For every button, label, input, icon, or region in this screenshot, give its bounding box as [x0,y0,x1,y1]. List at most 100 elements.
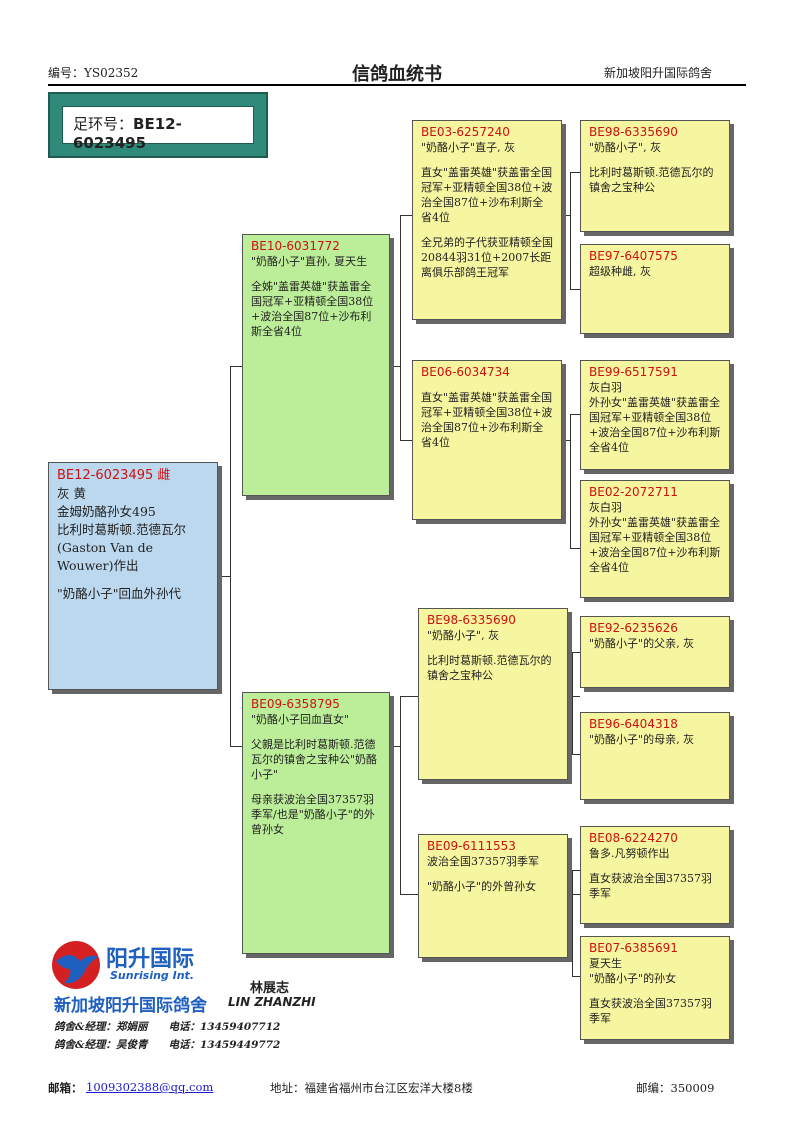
sdd-card: BE02-2072711 灰白羽 外孙女"盖雷英雄"获盖雷全国冠军+亚精顿全国3… [580,480,730,598]
connector [572,754,580,755]
pigeon-detail: 灰白羽 [589,381,622,394]
connector [400,215,401,440]
connector [390,746,400,747]
pigeon-detail: "奶酪小子回血直女" [251,713,350,726]
pigeon-ring-id: BE98-6335690 [589,125,678,139]
dam-card: BE09-6358795 "奶酪小子回血直女" 父親是比利时葛斯顿.范德瓦尔的镇… [242,692,390,954]
connector [572,976,580,977]
ring-number-box: 足环号：BE12-6023495 [62,106,254,152]
pigeon-ring-id: BE08-6224270 [589,831,678,845]
pigeon-note: "奶酪小子"回血外孙代 [57,586,181,601]
pigeon-ring-id: BE12-6023495 雌 [57,468,171,483]
bird-logo-icon [52,941,100,989]
connector [572,652,580,653]
connector [570,172,580,173]
pigeon-detail: "奶酪小子"的父亲, 灰 [589,637,695,650]
ddd-card: BE07-6385691 夏天生 "奶酪小子"的孙女 直女获波治全国37357羽… [580,936,730,1040]
pigeon-ring-id: BE92-6235626 [589,621,678,635]
pigeon-detail: "奶酪小子"的母亲, 灰 [589,733,695,746]
connector [390,366,400,367]
loft-logo-name: 新加坡阳升国际鸽舍 [54,996,207,1016]
email-link[interactable]: 1009302388@qq.com [86,1080,214,1094]
connector [572,870,580,871]
pigeon-detail: 灰 黄 [57,486,86,501]
pigeon-ring-id: BE10-6031772 [251,239,340,253]
pigeon-detail: "奶酪小子", 灰 [427,629,500,642]
connector [570,696,580,697]
ssd-card: BE97-6407575 超级种雌, 灰 [580,244,730,334]
pigeon-ring-id: BE96-6404318 [589,717,678,731]
brand-name: 阳升国际 [106,947,195,972]
connector [400,696,418,697]
connector [400,894,418,895]
pigeon-ring-id: BE09-6358795 [251,697,340,711]
contact-line: 鸽舍&经理：吴俊青 电话：13459449772 [54,1039,281,1051]
loft-logo-block: 阳升国际 Sunrising Int. 新加坡阳升国际鸽舍 林展志 LIN ZH… [50,935,380,1055]
pigeon-detail: "奶酪小子"直孙, 夏天生 [251,255,368,268]
pigeon-detail: "奶酪小子"的孙女 [589,972,677,985]
address: 地址：福建省福州市台江区宏洋大楼8楼 [270,1081,473,1095]
ring-number: BE12-6023495 [73,115,182,152]
pigeon-ring-id: BE97-6407575 [589,249,678,263]
pigeon-ring-id: BE09-6111553 [427,839,516,853]
pigeon-ring-id: BE02-2072711 [589,485,678,499]
pigeon-detail: 夏天生 [589,957,622,970]
pigeon-note: 全兄弟的子代获亚精顿全国20844羽31位+2007长距离俱乐部鸽王冠军 [421,236,553,279]
sire-dam-card: BE06-6034734 直女"盖雷英雄"获盖雷全国冠军+亚精顿全国38位+波治… [412,360,562,520]
brand-english: Sunrising Int. [110,969,194,982]
owner-name: 林展志 [250,981,290,996]
header-divider [48,84,746,86]
pigeon-detail: 超级种雌, 灰 [589,265,651,278]
sds-card: BE99-6517591 灰白羽 外孙女"盖雷英雄"获盖雷全国冠军+亚精顿全国3… [580,360,730,470]
dds-card: BE08-6224270 鲁多.凡努顿作出 直女获波治全国37357羽季军 [580,826,730,924]
pigeon-detail: 金姆奶酪孙女495 [57,504,156,519]
pigeon-detail: "奶酪小子", 灰 [589,141,662,154]
document-header: 编号：YS02352 信鸽血统书 新加坡阳升国际鸽舍 [0,60,794,86]
connector [400,696,401,894]
dsd-card: BE96-6404318 "奶酪小子"的母亲, 灰 [580,712,730,800]
connector [400,215,412,216]
pigeon-ring-id: BE07-6385691 [589,941,678,955]
contact-line: 鸽舍&经理：郑娟丽 电话：13459407712 [54,1021,281,1033]
email-label: 邮箱： [48,1081,83,1095]
dss-card: BE92-6235626 "奶酪小子"的父亲, 灰 [580,616,730,688]
sire-card: BE10-6031772 "奶酪小子"直孙, 夏天生 全姊"盖雷英雄"获盖雷全国… [242,234,390,496]
sss-card: BE98-6335690 "奶酪小子", 灰 比利时葛斯顿.范德瓦尔的镇舍之宝种… [580,120,730,232]
pigeon-note: 父親是比利时葛斯顿.范德瓦尔的镇舍之宝种公"奶酪小子" [251,738,378,781]
pigeon-ring-id: BE99-6517591 [589,365,678,379]
pigeon-detail: 波治全国37357羽季军 [427,855,539,868]
pigeon-detail: (Gaston Van de Wouwer)作出 [57,540,158,573]
owner-english: LIN ZHANZHI [228,995,316,1009]
pigeon-ring-id: BE06-6034734 [421,365,510,379]
ring-label: 足环号： [73,115,134,133]
loft-name: 新加坡阳升国际鸽舍 [604,66,713,80]
pigeon-detail: 鲁多.凡努顿作出 [589,847,670,860]
connector [230,366,242,367]
connector [572,870,573,976]
connector [570,289,580,290]
pigeon-note: 直女获波治全国37357羽季军 [589,997,712,1025]
connector [400,440,412,441]
connector [562,215,570,216]
pigeon-note: 直女"盖雷英雄"获盖雷全国冠军+亚精顿全国38位+波治全国87位+沙布利斯全省4… [421,166,553,224]
pigeon-note: "奶酪小子"的外曾孙女 [427,880,537,893]
pigeon-detail: 外孙女"盖雷英雄"获盖雷全国冠军+亚精顿全国38位+波治全国87位+沙布利斯全省… [589,396,721,454]
pigeon-ring-id: BE03-6257240 [421,125,510,139]
pigeon-note: 全姊"盖雷英雄"获盖雷全国冠军+亚精顿全国38位+波治全国87位+沙布利斯全省4… [251,280,374,338]
connector [570,548,580,549]
subject-pigeon-card: BE12-6023495 雌 灰 黄 金姆奶酪孙女495 比利时葛斯顿.范德瓦尔… [48,462,218,690]
connector [572,652,573,754]
dam-dam-card: BE09-6111553 波治全国37357羽季军 "奶酪小子"的外曾孙女 [418,834,568,958]
pigeon-detail: 灰白羽 [589,501,622,514]
connector [218,576,230,577]
connector [570,894,580,895]
pigeon-detail: 比利时葛斯顿.范德瓦尔 [57,522,186,537]
pigeon-note: 比利时葛斯顿.范德瓦尔的镇舍之宝种公 [427,654,552,682]
connector [230,746,242,747]
pigeon-ring-id: BE98-6335690 [427,613,516,627]
pigeon-note: 比利时葛斯顿.范德瓦尔的镇舍之宝种公 [589,166,714,194]
sire-sire-card: BE03-6257240 "奶酪小子"直子, 灰 直女"盖雷英雄"获盖雷全国冠军… [412,120,562,320]
connector [570,414,580,415]
connector [562,440,570,441]
connector [570,414,571,548]
